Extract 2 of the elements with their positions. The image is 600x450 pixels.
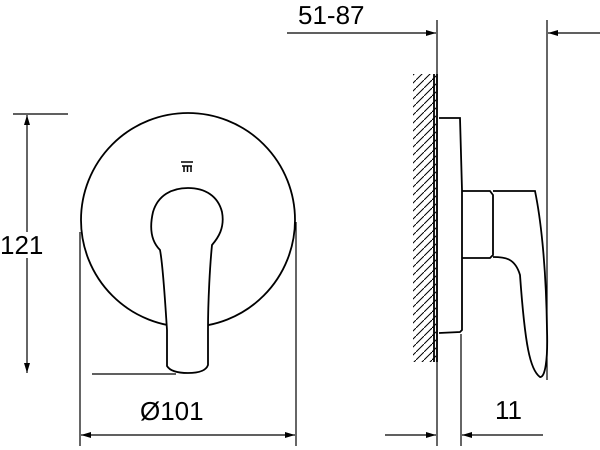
dimension-label: 121 bbox=[0, 232, 44, 258]
dimension-label: Ø101 bbox=[140, 398, 204, 424]
